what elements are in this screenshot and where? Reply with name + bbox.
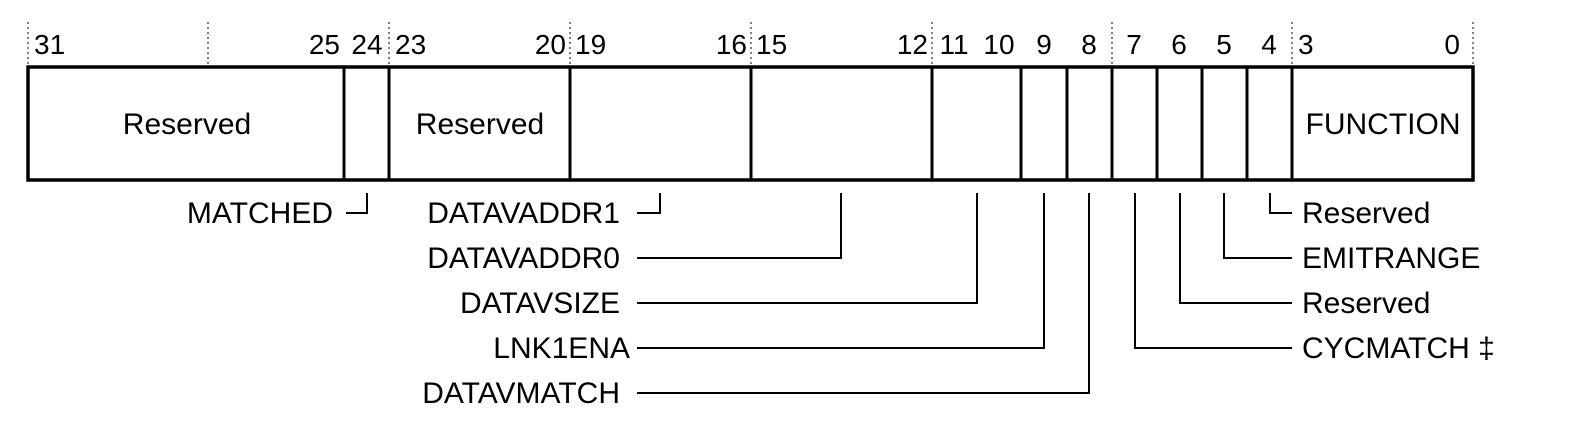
leader-reserved-4: [1269, 193, 1292, 214]
bit-label-12: 12: [897, 29, 928, 60]
callout-emitrange: EMITRANGE: [1302, 242, 1480, 275]
bit-label-4: 4: [1261, 29, 1277, 60]
field-reserved-31-25: Reserved: [123, 108, 251, 141]
bit-label-3: 3: [1298, 29, 1314, 60]
bit-label-7: 7: [1126, 29, 1142, 60]
callout-reserved-6: Reserved: [1302, 287, 1430, 320]
bit-boundary-guides: [27, 22, 1474, 67]
leader-datavmatch: [637, 193, 1090, 394]
bit-label-16: 16: [716, 29, 747, 60]
register-box: [26, 65, 1475, 182]
bit-label-10: 10: [983, 29, 1014, 60]
callout-matched: MATCHED: [187, 197, 333, 230]
bit-label-20: 20: [535, 29, 566, 60]
leader-lnk1ena: [637, 193, 1045, 349]
leader-datavaddr0: [637, 193, 842, 259]
callout-datavmatch: DATAVMATCH: [422, 377, 620, 410]
bit-label-25: 25: [309, 29, 340, 60]
bit-label-6: 6: [1171, 29, 1187, 60]
bit-label-5: 5: [1216, 29, 1232, 60]
bit-label-31: 31: [34, 29, 65, 60]
callout-reserved-4: Reserved: [1302, 197, 1430, 230]
callout-datavaddr0: DATAVADDR0: [427, 242, 620, 275]
callout-datavaddr1: DATAVADDR1: [427, 197, 620, 230]
leader-cycmatch: [1134, 193, 1292, 349]
bit-label-24: 24: [351, 29, 382, 60]
bit-label-11: 11: [939, 29, 968, 60]
leader-emitrange: [1223, 193, 1292, 259]
left-callouts: MATCHED DATAVADDR1 DATAVADDR0 DATAVSIZE …: [187, 193, 1090, 410]
bit-label-15: 15: [756, 29, 787, 60]
bit-label-9: 9: [1036, 29, 1052, 60]
leader-reserved-6: [1179, 193, 1292, 304]
callout-datavsize: DATAVSIZE: [460, 287, 620, 320]
bit-label-0: 0: [1444, 29, 1460, 60]
bit-label-19: 19: [575, 29, 606, 60]
callout-cycmatch: CYCMATCH ‡: [1302, 332, 1495, 365]
leader-datavaddr1: [637, 193, 661, 214]
bit-label-8: 8: [1081, 29, 1097, 60]
field-function: FUNCTION: [1306, 108, 1461, 141]
leader-matched: [346, 193, 368, 214]
bit-number-labels: 31 25 24 23 20 19 16 15 12 11 10 9 8 7 6…: [34, 29, 1460, 60]
bit-label-23: 23: [395, 29, 426, 60]
field-reserved-23-20: Reserved: [416, 108, 544, 141]
callout-lnk1ena: LNK1ENA: [493, 332, 630, 365]
right-callouts: Reserved EMITRANGE Reserved CYCMATCH ‡: [1134, 193, 1495, 365]
leader-datavsize: [637, 193, 978, 304]
